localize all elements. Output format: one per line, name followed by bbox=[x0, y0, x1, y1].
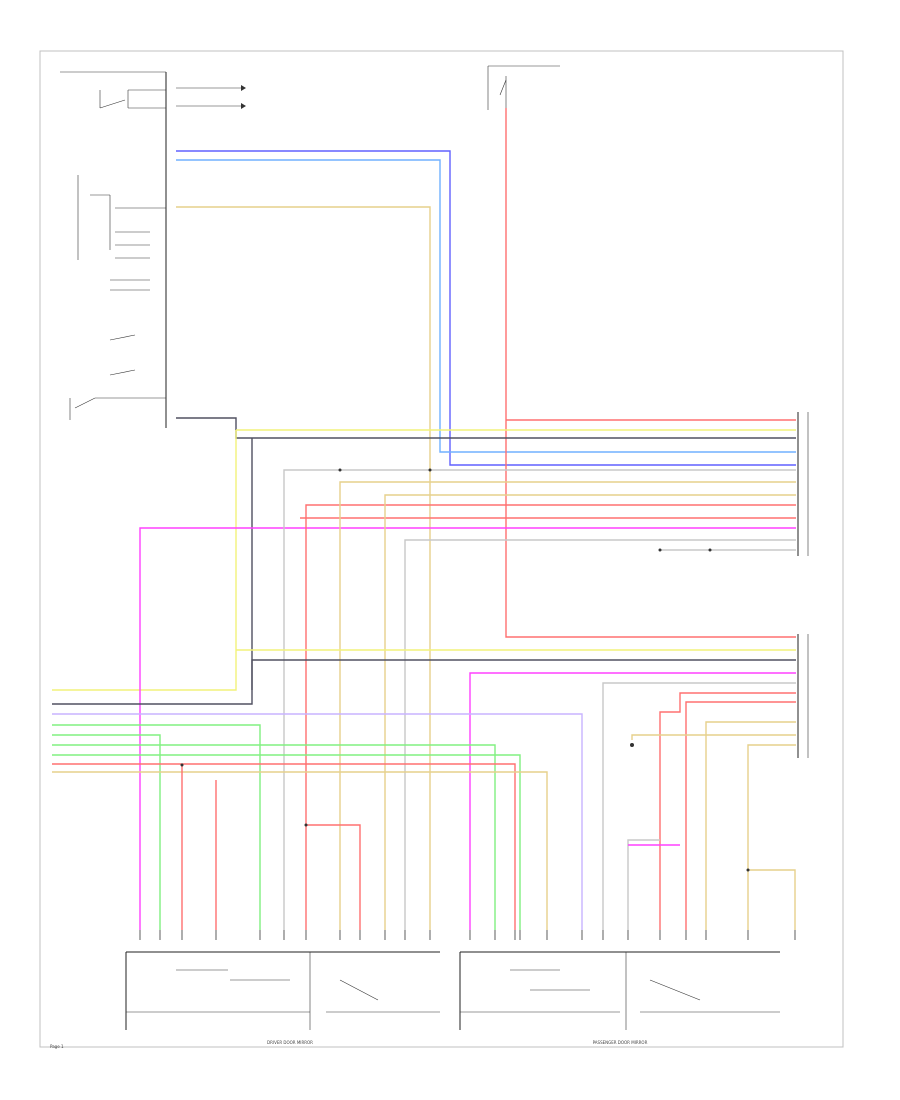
passenger-mirror-block bbox=[459, 951, 780, 1030]
connector-column bbox=[797, 412, 809, 758]
driver-mirror-caption: DRIVER DOOR MIRROR bbox=[267, 1040, 313, 1045]
page-label: Page 1 bbox=[50, 1044, 64, 1049]
wire-group bbox=[52, 108, 796, 930]
passenger-mirror-caption: PASSENGER DOOR MIRROR bbox=[593, 1040, 648, 1045]
upper-right-switch bbox=[487, 65, 560, 110]
ground-symbols bbox=[180, 468, 750, 872]
mirror-switch-block bbox=[60, 71, 246, 428]
diagram-frame bbox=[39, 50, 844, 1048]
bottom-terminals bbox=[139, 930, 796, 940]
driver-mirror-block bbox=[125, 951, 440, 1030]
